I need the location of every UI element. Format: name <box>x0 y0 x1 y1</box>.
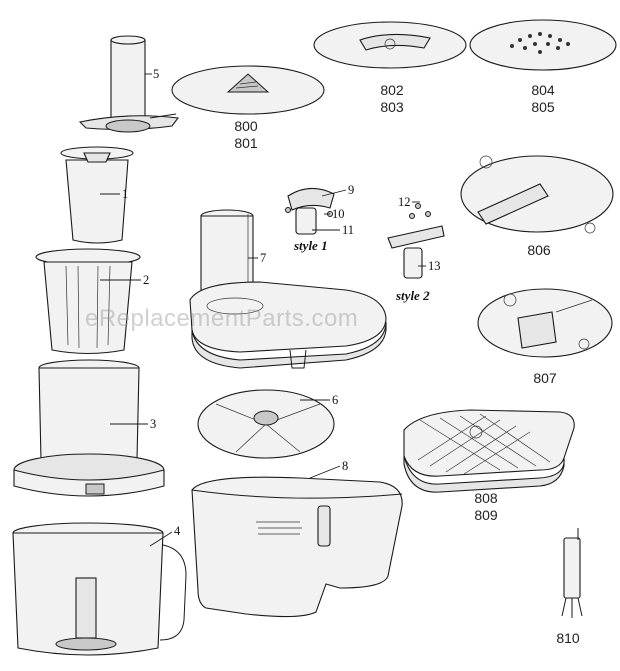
callout-7: 7 <box>260 251 267 265</box>
code-808-809: 808 809 <box>456 490 516 524</box>
code-800: 800 <box>234 118 258 134</box>
code-802: 802 <box>380 82 404 98</box>
part-4-work-bowl <box>12 522 187 656</box>
code-800-801: 800 801 <box>216 118 276 152</box>
part-5-chopping-blade <box>78 35 180 133</box>
callout-11: 11 <box>342 223 355 237</box>
callout-1: 1 <box>122 187 129 201</box>
disc-802-803 <box>313 21 467 69</box>
part-6-disc <box>197 389 335 459</box>
dicing-grid-808-809 <box>403 409 575 493</box>
code-807: 807 <box>515 370 575 387</box>
callout-8: 8 <box>342 459 349 473</box>
drive-adapter-style-2 <box>387 203 445 279</box>
drive-adapter-style-1 <box>285 187 335 235</box>
code-804: 804 <box>531 82 555 98</box>
callout-5: 5 <box>153 67 160 81</box>
callout-10: 10 <box>332 207 345 221</box>
callout-13: 13 <box>428 259 441 273</box>
part-1-food-pusher <box>60 146 134 244</box>
callout-2: 2 <box>143 273 150 287</box>
tool-810 <box>561 528 583 618</box>
code-805: 805 <box>531 99 555 115</box>
code-810: 810 <box>538 630 598 647</box>
code-801: 801 <box>234 135 258 151</box>
part-2-feed-tube <box>35 248 141 355</box>
callout-12: 12 <box>398 195 411 209</box>
disc-806 <box>460 155 614 234</box>
code-806: 806 <box>509 242 569 259</box>
part-8-base <box>191 476 403 618</box>
disc-804-805 <box>469 19 617 71</box>
callout-4: 4 <box>174 524 181 538</box>
code-806-label: 806 <box>527 242 551 258</box>
code-802-803: 802 803 <box>362 82 422 116</box>
part-7-chute-cover <box>189 209 387 369</box>
code-809: 809 <box>474 507 498 523</box>
disc-800-801 <box>171 65 325 115</box>
leader-lines <box>100 73 426 547</box>
disc-807 <box>477 288 613 358</box>
callout-6: 6 <box>332 393 339 407</box>
style-2-label: style 2 <box>396 288 430 303</box>
code-804-805: 804 805 <box>513 82 573 116</box>
code-808: 808 <box>474 490 498 506</box>
watermark-text: eReplacementParts.com <box>85 305 359 332</box>
style-1-label: style 1 <box>294 238 328 253</box>
code-807-label: 807 <box>533 370 557 386</box>
callout-3: 3 <box>150 417 157 431</box>
part-3-cover <box>13 359 165 497</box>
callout-9: 9 <box>348 183 355 197</box>
code-803: 803 <box>380 99 404 115</box>
code-810-label: 810 <box>556 630 580 646</box>
